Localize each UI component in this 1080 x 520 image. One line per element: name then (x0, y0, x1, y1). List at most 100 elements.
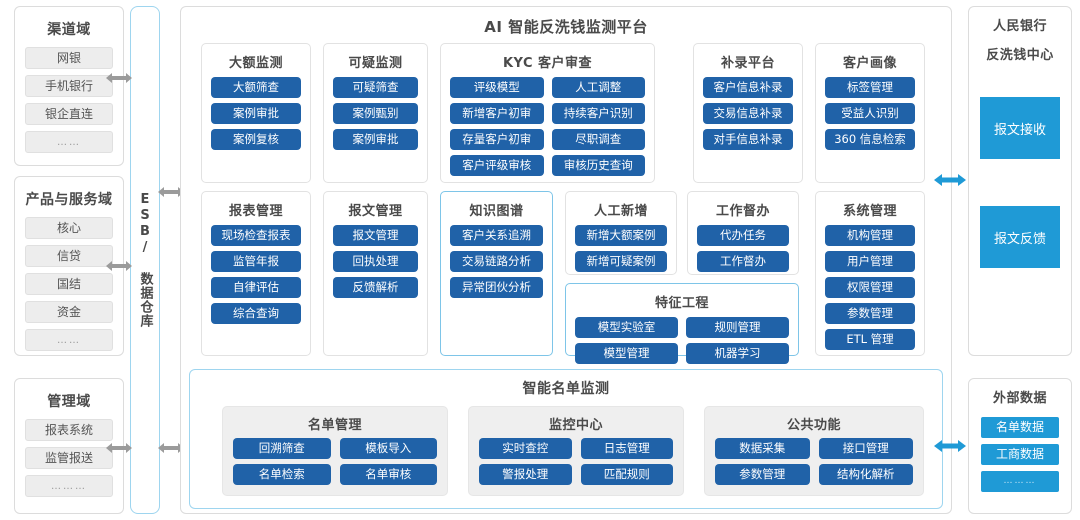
external-data-item-ellipsis: ……… (981, 471, 1059, 492)
panel-pboc-aml-center: 人民银行 反洗钱中心 报文接收 报文反馈 (968, 6, 1072, 356)
module-item[interactable]: ETL 管理 (825, 329, 915, 350)
module-title: 报表管理 (228, 204, 283, 219)
domain-item[interactable]: 手机银行 (25, 75, 113, 97)
group-item[interactable]: 警报处理 (479, 464, 572, 485)
module-manual-addition: 人工新增 新增大额案例 新增可疑案例 (565, 191, 677, 275)
group-item[interactable]: 实时查控 (479, 438, 572, 459)
domain-title: 管理域 (47, 394, 91, 410)
group-item[interactable]: 模板导入 (339, 438, 437, 459)
module-item[interactable]: 评级模型 (450, 77, 544, 98)
module-item[interactable]: 360 信息检索 (825, 129, 915, 150)
group-item[interactable]: 接口管理 (818, 438, 913, 459)
module-item[interactable]: 客户关系追溯 (450, 225, 543, 246)
external-data-item[interactable]: 工商数据 (981, 444, 1059, 465)
domain-item-list: 核心 信贷 国结 资金 …… (15, 209, 123, 361)
arrow-platform-to-pboc (934, 172, 966, 188)
domain-item[interactable]: 信贷 (25, 245, 113, 267)
domain-item[interactable]: 国结 (25, 273, 113, 295)
module-items: 新增大额案例 新增可疑案例 (566, 219, 676, 280)
group-item[interactable]: 名单检索 (233, 464, 331, 485)
group-item[interactable]: 回溯筛查 (233, 438, 331, 459)
module-item[interactable]: 反馈解析 (333, 277, 418, 298)
domain-title: 渠道域 (47, 22, 91, 38)
group-item[interactable]: 日志管理 (580, 438, 673, 459)
group-title: 名单管理 (307, 418, 362, 433)
group-item[interactable]: 匹配规则 (580, 464, 673, 485)
module-item[interactable]: 案例审批 (211, 103, 301, 124)
module-item[interactable]: 可疑筛查 (333, 77, 418, 98)
module-item[interactable]: 受益人识别 (825, 103, 915, 124)
module-item[interactable]: 规则管理 (686, 317, 789, 338)
module-item[interactable]: 模型实验室 (575, 317, 678, 338)
module-item[interactable]: 尽职调查 (551, 129, 645, 150)
domain-panel-management: 管理域 报表系统 监管报送 ……… (14, 378, 124, 514)
module-item[interactable]: 异常团伙分析 (450, 277, 543, 298)
module-item[interactable]: 新增客户初审 (450, 103, 544, 124)
module-item[interactable]: 存量客户初审 (450, 129, 544, 150)
module-item[interactable]: 机器学习 (686, 343, 789, 364)
panel-title: 外部数据 (992, 391, 1047, 406)
module-title: 人工新增 (593, 204, 648, 219)
group-item[interactable]: 参数管理 (715, 464, 810, 485)
module-item[interactable]: 回执处理 (333, 251, 418, 272)
block-message-receive[interactable]: 报文接收 (980, 97, 1060, 159)
group-item[interactable]: 名单审核 (339, 464, 437, 485)
group-item[interactable]: 数据采集 (715, 438, 810, 459)
module-item[interactable]: 客户信息补录 (703, 77, 793, 98)
domain-item-list: 网银 手机银行 银企直连 …… (15, 39, 123, 163)
group-items: 实时查控 日志管理 警报处理 匹配规则 (469, 433, 683, 490)
esb-data-warehouse-column: ESB/ 数据仓库 (130, 6, 160, 514)
module-item[interactable]: 案例审批 (333, 129, 418, 150)
module-item[interactable]: 大额筛查 (211, 77, 301, 98)
module-item[interactable]: 新增大额案例 (575, 225, 667, 246)
domain-item[interactable]: 核心 (25, 217, 113, 239)
module-item[interactable]: 工作督办 (697, 251, 789, 272)
module-item[interactable]: 对手信息补录 (703, 129, 793, 150)
module-item[interactable]: 交易信息补录 (703, 103, 793, 124)
arrow-product-to-esb (106, 259, 132, 273)
module-item[interactable]: 案例甄别 (333, 103, 418, 124)
module-items: 可疑筛查 案例甄别 案例审批 (324, 71, 427, 158)
module-item[interactable]: 新增可疑案例 (575, 251, 667, 272)
arrow-esb-to-platform-bottom (158, 441, 184, 455)
domain-item[interactable]: 资金 (25, 301, 113, 323)
module-item[interactable]: 现场检查报表 (211, 225, 301, 246)
module-item[interactable]: 报文管理 (333, 225, 418, 246)
module-item[interactable]: 参数管理 (825, 303, 915, 324)
module-item[interactable]: 客户评级审核 (450, 155, 544, 176)
domain-item[interactable]: 银企直连 (25, 103, 113, 125)
arrow-management-to-esb (106, 441, 132, 455)
domain-item[interactable]: 报表系统 (25, 419, 113, 441)
domain-item[interactable]: 网银 (25, 47, 113, 69)
module-item[interactable]: 自律评估 (211, 277, 301, 298)
module-item[interactable]: 案例复核 (211, 129, 301, 150)
group-items: 数据采集 接口管理 参数管理 结构化解析 (705, 433, 923, 490)
external-data-item[interactable]: 名单数据 (981, 417, 1059, 438)
domain-item-list: 报表系统 监管报送 ……… (15, 411, 123, 507)
module-item[interactable]: 人工调整 (551, 77, 645, 98)
module-suspicious-monitoring: 可疑监测 可疑筛查 案例甄别 案例审批 (323, 43, 428, 183)
group-item[interactable]: 结构化解析 (818, 464, 913, 485)
group-public-functions: 公共功能 数据采集 接口管理 参数管理 结构化解析 (704, 406, 924, 496)
group-title: 监控中心 (548, 418, 603, 433)
module-item[interactable]: 权限管理 (825, 277, 915, 298)
module-feature-engineering: 特征工程 模型实验室 规则管理 模型管理 机器学习 (565, 283, 799, 364)
module-kyc-customer-review: KYC 客户审查 评级模型 人工调整 新增客户初审 持续客户识别 存量客户初审 … (440, 43, 655, 183)
module-title: 报文管理 (348, 204, 403, 219)
module-items: 客户关系追溯 交易链路分析 异常团伙分析 (441, 219, 552, 306)
module-item[interactable]: 代办任务 (697, 225, 789, 246)
domain-panel-channel: 渠道域 网银 手机银行 银企直连 …… (14, 6, 124, 166)
module-report-management: 报表管理 现场检查报表 监管年报 自律评估 综合查询 (201, 191, 311, 356)
module-item[interactable]: 审核历史查询 (551, 155, 645, 176)
panel-external-data: 外部数据 名单数据 工商数据 ……… (968, 378, 1072, 514)
module-item[interactable]: 用户管理 (825, 251, 915, 272)
module-item[interactable]: 综合查询 (211, 303, 301, 324)
block-message-feedback[interactable]: 报文反馈 (980, 206, 1060, 268)
module-item[interactable]: 机构管理 (825, 225, 915, 246)
module-item[interactable]: 监管年报 (211, 251, 301, 272)
module-item[interactable]: 标签管理 (825, 77, 915, 98)
module-item[interactable]: 模型管理 (575, 343, 678, 364)
module-item[interactable]: 持续客户识别 (551, 103, 645, 124)
module-item[interactable]: 交易链路分析 (450, 251, 543, 272)
domain-item[interactable]: 监管报送 (25, 447, 113, 469)
